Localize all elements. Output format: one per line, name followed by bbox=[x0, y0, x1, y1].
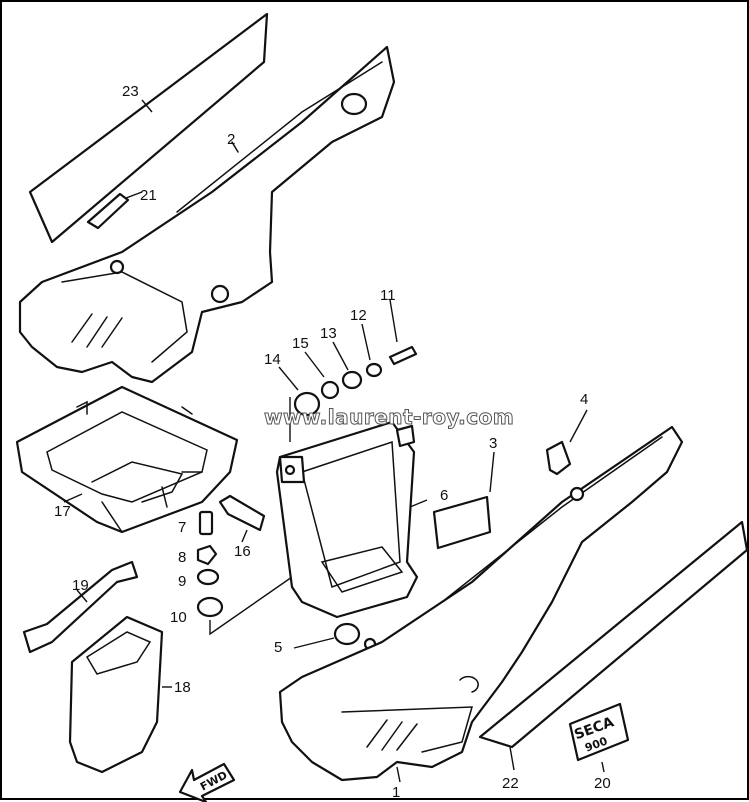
part-18-battery-cover bbox=[68, 615, 172, 774]
part-6-bracket bbox=[275, 397, 428, 619]
callout-20: 20 bbox=[594, 775, 611, 792]
part-4-grommet bbox=[545, 409, 588, 476]
callout-9: 9 bbox=[178, 573, 186, 590]
part-19-battery-strap bbox=[22, 560, 139, 654]
part-3-decal bbox=[432, 451, 495, 550]
part-2-left-side-cover bbox=[18, 45, 396, 384]
part-20-seca-badge: SECA 900 bbox=[568, 702, 630, 773]
parts-11-15-fasteners bbox=[278, 299, 418, 417]
part-22-stripe bbox=[478, 520, 749, 771]
fwd-direction-arrow: FWD bbox=[178, 762, 236, 802]
part-1-right-side-cover bbox=[278, 425, 684, 783]
callout-11: 11 bbox=[380, 287, 396, 304]
watermark-text: www.laurent-roy.com bbox=[264, 405, 514, 429]
callout-15: 15 bbox=[292, 335, 309, 352]
part-5-grommet bbox=[293, 622, 377, 651]
callout-1: 1 bbox=[392, 784, 400, 801]
callout-19: 19 bbox=[72, 577, 89, 594]
callout-17: 17 bbox=[54, 503, 71, 520]
part-16-clip bbox=[218, 494, 266, 543]
callout-5: 5 bbox=[274, 639, 282, 656]
callout-16: 16 bbox=[234, 543, 251, 560]
callout-10: 10 bbox=[170, 609, 187, 626]
callout-4: 4 bbox=[580, 391, 588, 408]
part-23-stripe bbox=[28, 12, 269, 244]
parts-7-10-hardware bbox=[196, 510, 293, 636]
part-17-battery-box bbox=[15, 385, 239, 534]
callout-23: 23 bbox=[122, 83, 139, 100]
callout-14: 14 bbox=[264, 351, 281, 368]
callout-13: 13 bbox=[320, 325, 337, 342]
callout-12: 12 bbox=[350, 307, 367, 324]
callout-22: 22 bbox=[502, 775, 519, 792]
callout-18: 18 bbox=[174, 679, 191, 696]
callout-21: 21 bbox=[140, 187, 157, 204]
callout-3: 3 bbox=[489, 435, 497, 452]
callout-6: 6 bbox=[440, 487, 448, 504]
callout-8: 8 bbox=[178, 549, 186, 566]
callout-2: 2 bbox=[227, 131, 235, 148]
part-21-decal bbox=[86, 191, 143, 230]
callout-7: 7 bbox=[178, 519, 186, 536]
